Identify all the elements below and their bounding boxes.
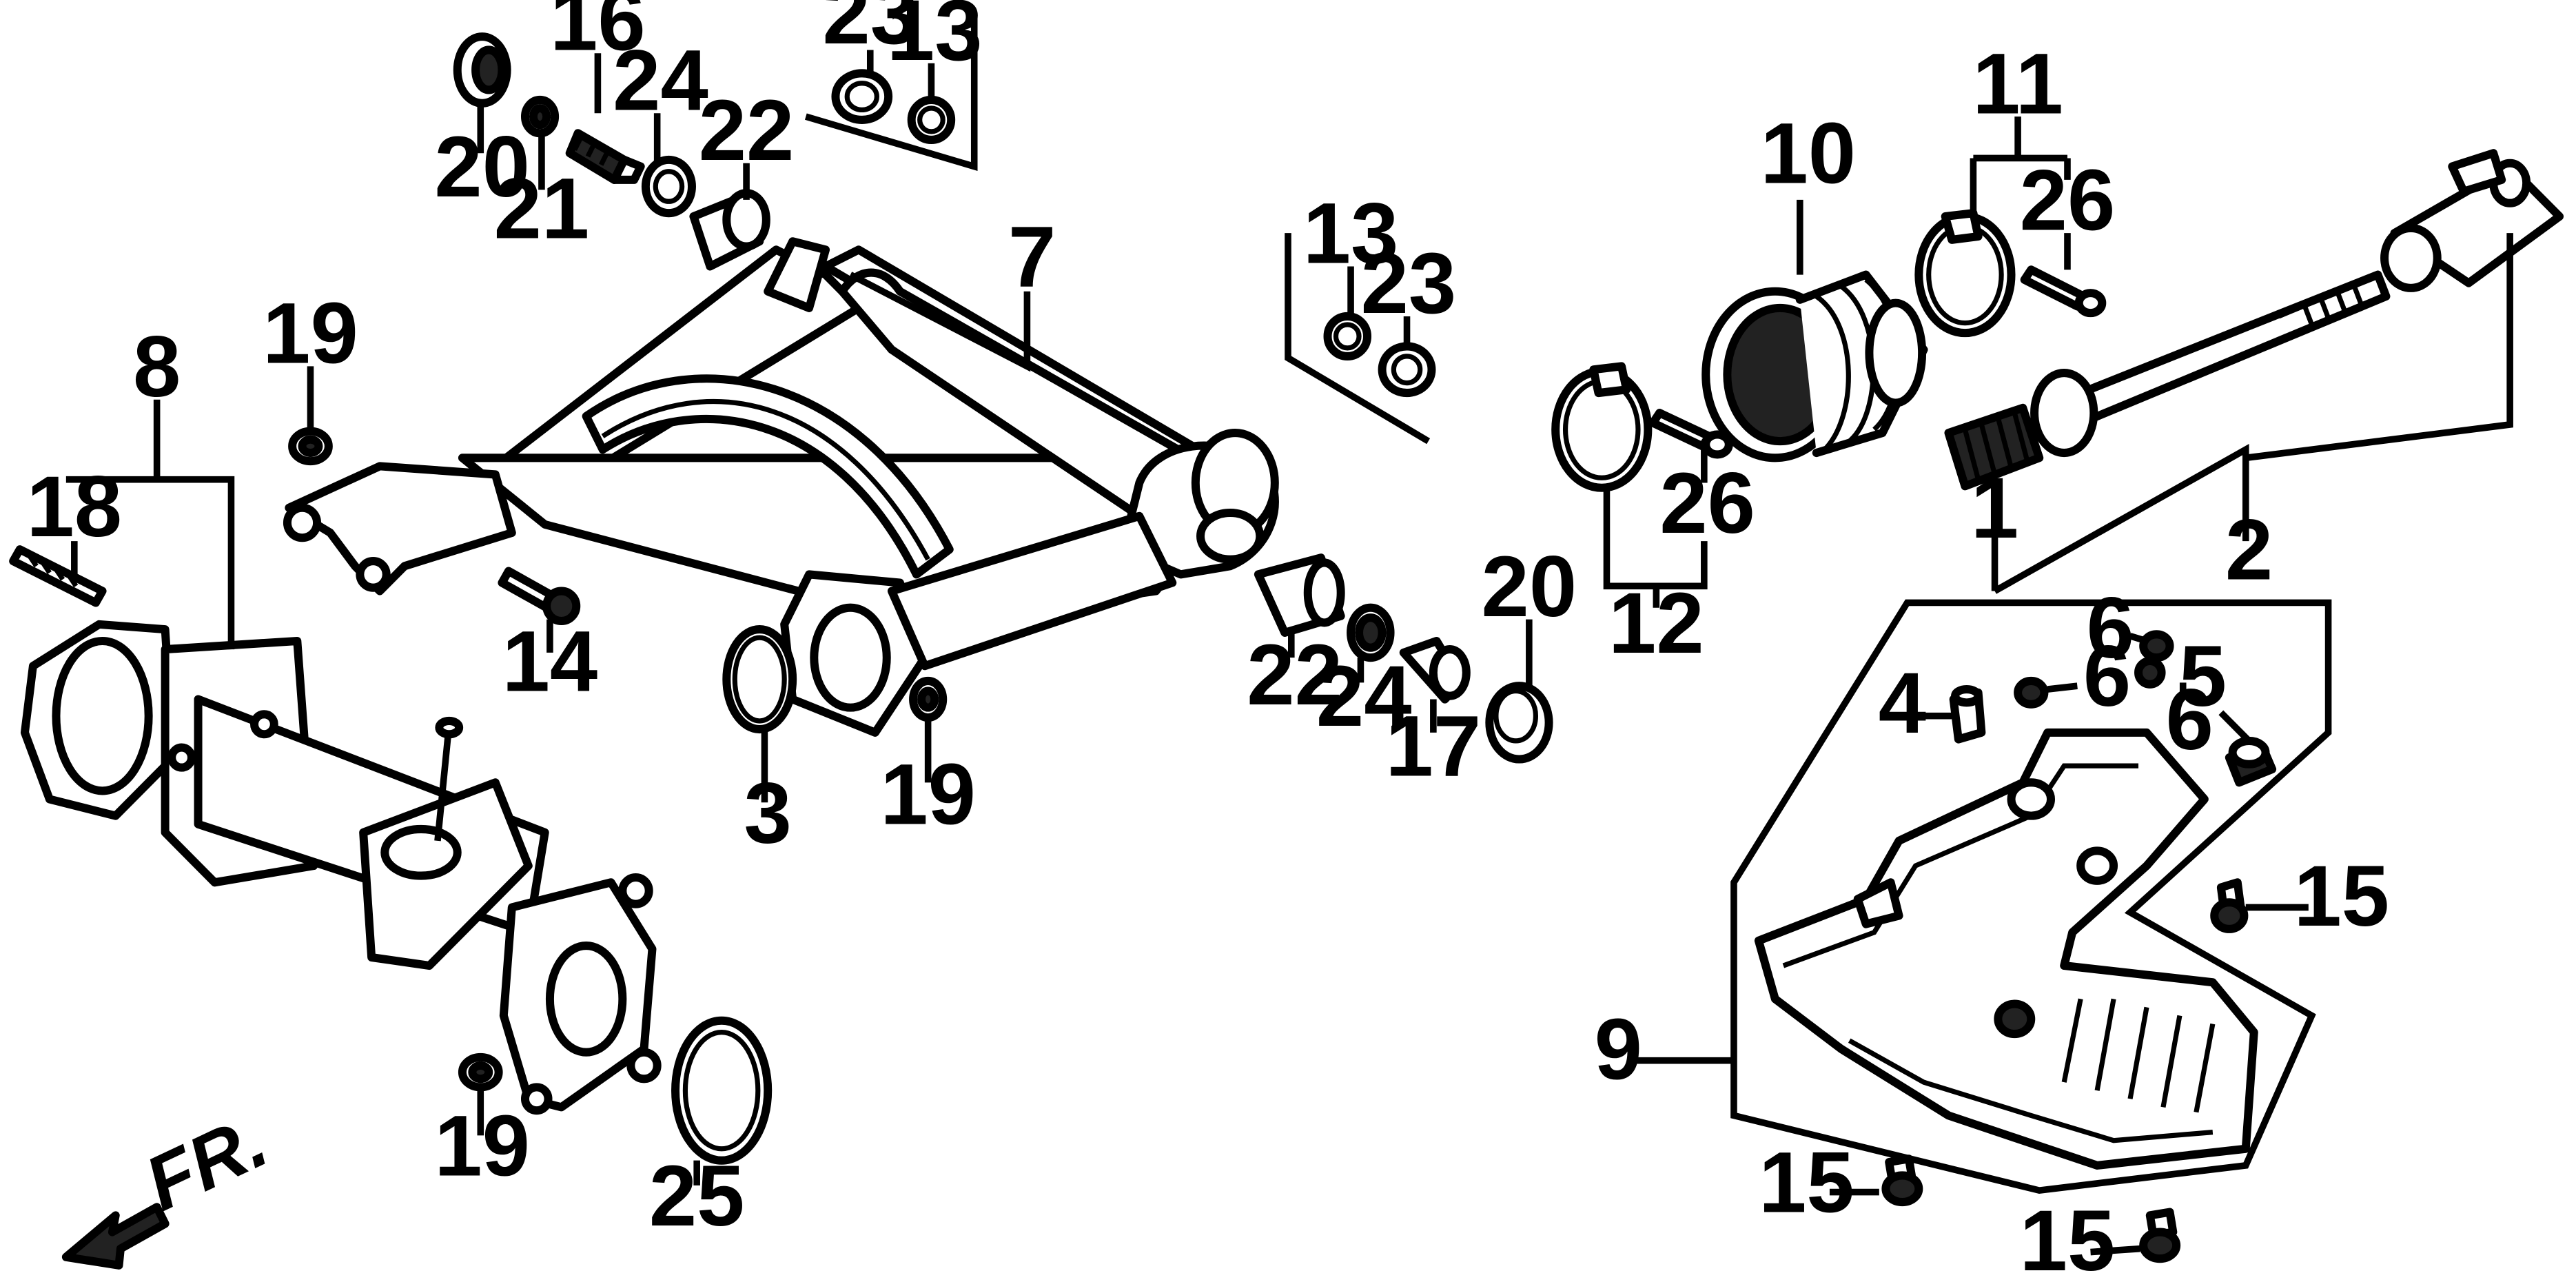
callout-26-bottom: 26 (1659, 455, 1755, 552)
front-direction-arrow: FR. (61, 1098, 280, 1270)
callout-24-top: 24 (613, 32, 708, 129)
bolt-part-6-c (2134, 656, 2166, 689)
bolt-part-4 (1949, 685, 1986, 744)
bearing-part-23-mid (1378, 342, 1436, 398)
axle-housing-part-8 (20, 620, 662, 1115)
callout-23-mid: 23 (1361, 235, 1457, 332)
callout-6-a: 6 (2087, 580, 2134, 677)
bearing-part-23-top (831, 69, 893, 124)
bolt-part-15-a (2210, 878, 2249, 933)
bushing-part-22-top (689, 189, 770, 271)
cap-part-20-left (453, 32, 511, 108)
callout-16: 16 (550, 0, 646, 69)
plug-part-5 (2225, 736, 2277, 787)
callout-22-right: 22 (1247, 626, 1342, 723)
boot-part-10 (1701, 270, 1928, 462)
callout-3: 3 (744, 764, 792, 862)
callout-19-bottom: 19 (434, 1097, 530, 1194)
callout-18: 18 (27, 458, 123, 555)
callout-15-b: 15 (1759, 1134, 1854, 1231)
seal-part-13-top (907, 95, 956, 144)
cover-group-outline (1730, 599, 2332, 1194)
callout-19-top: 19 (263, 285, 358, 382)
callout-10: 10 (1760, 105, 1856, 202)
callout-6-b: 6 (2083, 628, 2131, 725)
callout-7: 7 (1008, 208, 1056, 305)
bolt-part-15-b (1881, 1154, 1923, 1207)
o-ring-part-3 (722, 625, 797, 734)
drive-shaft-part-2 (2030, 149, 2564, 458)
nut-part-19-bottom (458, 1052, 503, 1092)
bolt-part-15-c (2139, 1208, 2181, 1263)
bushing-part-22-right (1254, 553, 1345, 637)
spring-part-1 (1944, 403, 2044, 491)
callout-15-c: 15 (2020, 1192, 2116, 1282)
bolt-part-6-b (2014, 676, 2049, 709)
callout-8: 8 (133, 318, 181, 415)
bolt-part-6-a (2139, 630, 2174, 662)
callout-labels: 16 20 21 24 22 23 13 13 23 7 19 8 18 14 … (27, 0, 2390, 1282)
callout-11: 11 (1972, 35, 2063, 132)
callout-9: 9 (1595, 1001, 1642, 1098)
nut-part-21 (520, 95, 560, 138)
callout-4: 4 (1879, 654, 1926, 751)
swingarm-part-7 (283, 237, 1279, 737)
seal-part-24-right (1347, 603, 1395, 662)
callout-21: 21 (494, 160, 590, 257)
callout-20-left: 20 (434, 119, 530, 216)
cap-part-20-right (1485, 682, 1553, 764)
bolt-part-14 (498, 567, 581, 626)
bracket-line-mid (1285, 233, 1431, 445)
callout-19-mid: 19 (880, 746, 976, 843)
clamp-part-12 (1551, 362, 1653, 492)
callout-24-right: 24 (1316, 648, 1412, 745)
callout-20-right: 20 (1482, 538, 1577, 635)
callout-17: 17 (1386, 698, 1482, 795)
callout-23-top: 23 (822, 0, 918, 62)
nut-part-19-top (288, 427, 333, 466)
leader-lines (65, 50, 2513, 1256)
callout-12: 12 (1608, 574, 1704, 671)
callout-13-mid: 13 (1303, 185, 1399, 282)
clamp-part-11 (1914, 209, 2016, 338)
callout-13-top: 13 (887, 0, 983, 79)
callout-1: 1 (1971, 460, 2018, 557)
callout-14: 14 (502, 613, 598, 710)
screw-part-26-top (2020, 265, 2107, 318)
nut-part-19-mid (909, 676, 948, 722)
callout-15-a: 15 (2293, 848, 2389, 945)
callout-25: 25 (649, 1147, 745, 1244)
pivot-bolt-part-17 (1399, 636, 1471, 704)
callout-22-top: 22 (699, 81, 795, 179)
stud-part-18 (9, 545, 107, 607)
callout-6-c: 6 (2166, 671, 2214, 769)
cover-part-9 (1754, 728, 2258, 1170)
bracket-line-top (804, 17, 978, 172)
seal-part-24-top (641, 155, 696, 218)
callout-5: 5 (2179, 628, 2227, 725)
callout-2: 2 (2225, 501, 2273, 598)
callout-26-top: 26 (2020, 152, 2116, 249)
pivot-bolt-part-16 (565, 129, 645, 184)
seal-part-13-mid (1323, 312, 1372, 360)
o-ring-part-25 (671, 1016, 773, 1165)
